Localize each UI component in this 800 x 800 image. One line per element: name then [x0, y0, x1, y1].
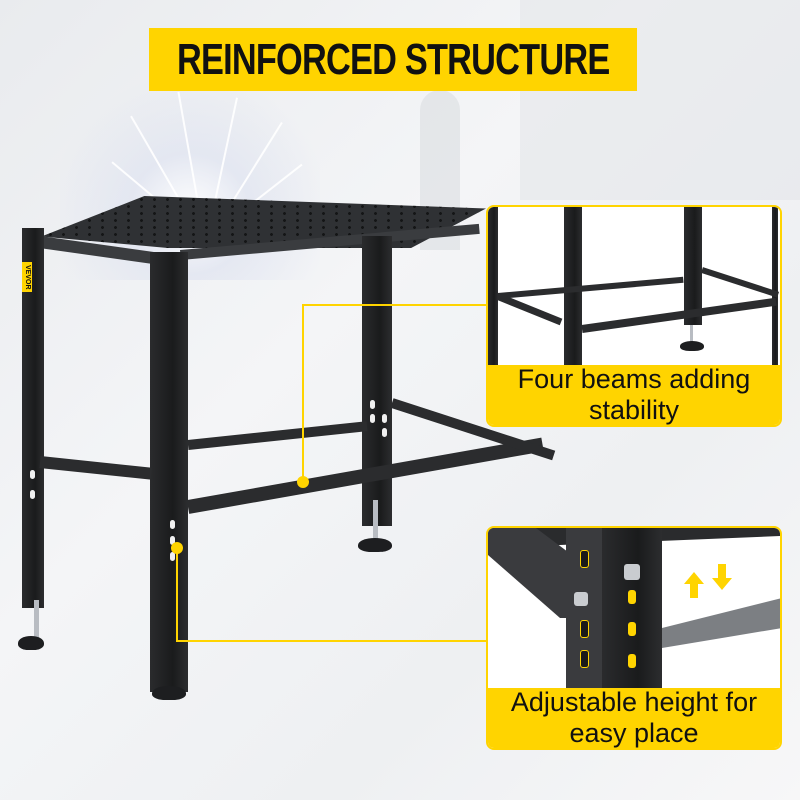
callout-beams: Four beams adding stability — [486, 205, 782, 427]
connector-line-beams-v — [302, 304, 304, 482]
connector-line-height-v — [176, 548, 178, 640]
up-arrow-icon — [684, 572, 704, 598]
yellow-slot — [628, 622, 636, 636]
connector-dot-height — [171, 542, 183, 554]
title-banner: REINFORCED STRUCTURE — [149, 28, 637, 91]
connector-line-beams-h — [302, 304, 488, 306]
yellow-slot — [628, 654, 636, 668]
caption-line: easy place — [569, 718, 699, 748]
callout-beams-image — [488, 207, 780, 365]
bolt-icon — [624, 564, 640, 580]
adjust-slot — [170, 552, 175, 561]
leg-front-right — [150, 252, 188, 692]
zoom-beam — [662, 598, 780, 648]
bolt-icon — [574, 592, 588, 606]
leveling-foot — [18, 636, 44, 650]
beam-left — [39, 456, 153, 480]
adjust-slot — [382, 428, 387, 437]
callout-beams-caption: Four beams adding stability — [488, 364, 780, 425]
zoom-leg-right — [772, 207, 778, 365]
adjust-slot — [170, 536, 175, 545]
adjust-slot — [30, 490, 35, 499]
adjust-slot — [370, 400, 375, 409]
zoom-beam-front — [581, 297, 777, 333]
zoom-leg-left — [488, 207, 498, 365]
leveling-foot — [152, 686, 186, 700]
caption-line: Four beams adding — [517, 364, 751, 394]
adjust-slot — [370, 414, 375, 423]
adjust-slot — [170, 520, 175, 529]
adjust-slot — [382, 414, 387, 423]
yellow-slot — [628, 590, 636, 604]
connector-line-height-h — [176, 640, 488, 642]
yellow-slot — [580, 550, 589, 568]
leveling-foot — [358, 538, 392, 552]
beam-back — [187, 421, 368, 450]
brand-label: VEVOR — [22, 262, 32, 292]
page-title: REINFORCED STRUCTURE — [176, 34, 610, 84]
caption-line: Adjustable height for — [510, 687, 758, 717]
callout-height: Adjustable height for easy place — [486, 526, 782, 750]
zoom-leveling-rod — [690, 325, 693, 345]
zoom-leveling-foot — [680, 341, 704, 351]
connector-dot-beams — [297, 476, 309, 488]
zoom-beam-left — [496, 293, 563, 326]
yellow-slot — [580, 620, 589, 638]
zoom-leg-back — [684, 207, 702, 325]
caption-line: stability — [588, 395, 680, 425]
zoom-beam-back — [497, 276, 684, 299]
callout-height-image — [488, 528, 780, 688]
leg-front-left — [22, 228, 44, 608]
callout-height-caption: Adjustable height for easy place — [488, 687, 780, 748]
leveling-rod — [34, 600, 39, 640]
adjust-slot — [30, 470, 35, 479]
down-arrow-icon — [712, 564, 732, 590]
zoom-beam-right — [701, 267, 780, 298]
leveling-rod — [373, 500, 378, 540]
yellow-slot — [580, 650, 589, 668]
